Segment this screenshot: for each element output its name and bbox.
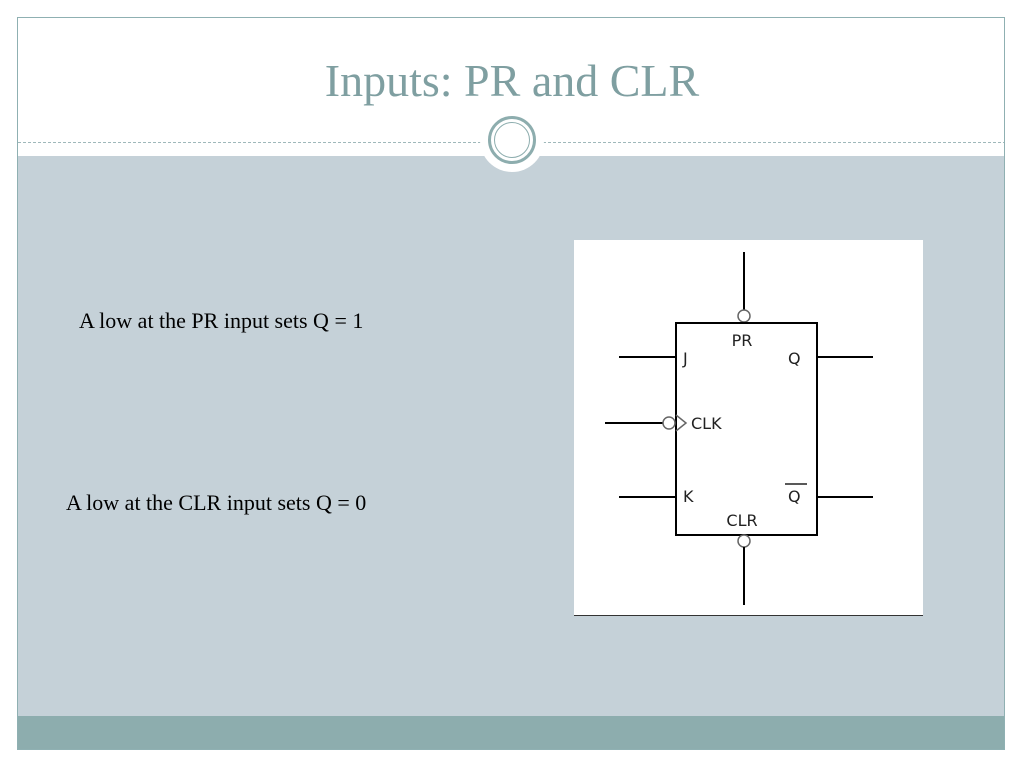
bullet-clr: A low at the CLR input sets Q = 0 (66, 490, 367, 515)
slide: Inputs: PR and CLR A low at the PR input… (17, 17, 1005, 750)
circle-ornament-icon (488, 116, 536, 164)
bullet-pr: A low at the PR input sets Q = 1 (79, 308, 364, 333)
pr-label: PR (732, 331, 753, 350)
pr-bubble (737, 309, 751, 323)
j-label: J (682, 349, 688, 368)
jk-flip-flop-diagram: PR J Q CLK K Q CLR (574, 240, 923, 616)
clk-triangle (675, 414, 688, 432)
footer-bar (18, 716, 1004, 749)
clr-bubble (737, 534, 751, 548)
clr-label: CLR (726, 511, 757, 530)
clk-label: CLK (691, 414, 722, 433)
clk-bubble (662, 416, 676, 430)
q-label: Q (788, 349, 801, 368)
q-bar-label: Q (788, 487, 801, 506)
k-label: K (683, 487, 694, 506)
slide-title: Inputs: PR and CLR (324, 55, 700, 106)
flip-flop-body (675, 322, 818, 536)
flip-flop-svg: PR J Q CLK K Q CLR (605, 252, 873, 605)
